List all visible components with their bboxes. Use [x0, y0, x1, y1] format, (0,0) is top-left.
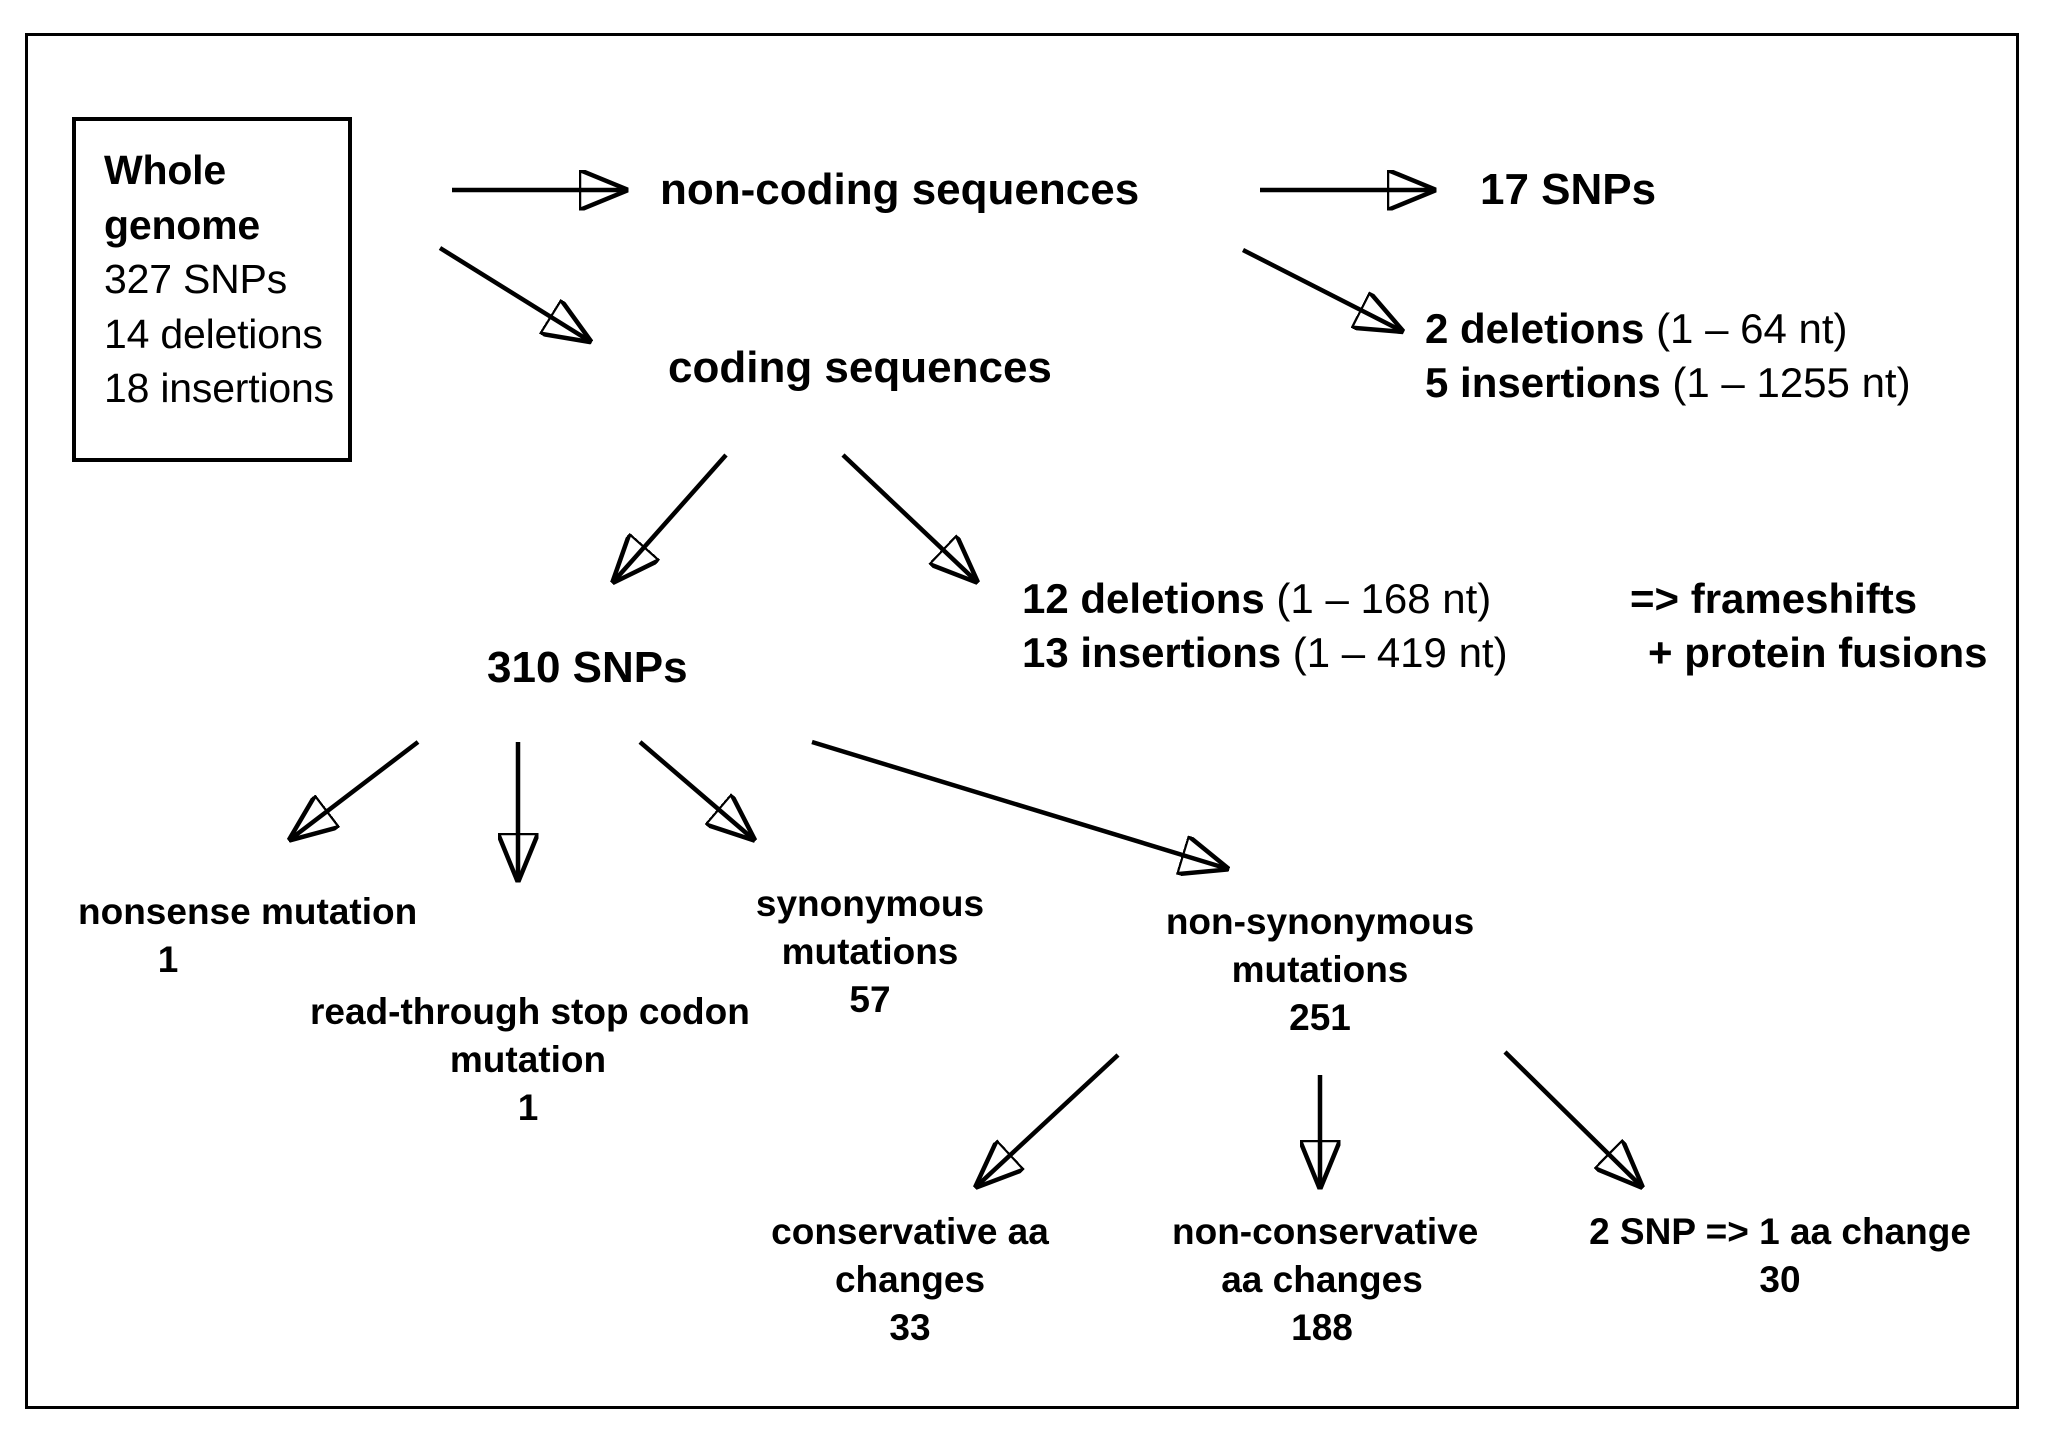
- node-non-coding-sequences: non-coding sequences: [660, 162, 1139, 218]
- noncoding-insertions-count: 5 insertions: [1425, 358, 1661, 406]
- readthrough-mutation-label-line1: read-through stop codon: [310, 991, 750, 1032]
- noncoding-snps-label: 17 SNPs: [1480, 165, 1657, 214]
- noncoding-deletions-range: (1 – 64 nt): [1644, 305, 1848, 352]
- whole-genome-snps: 327 SNPs: [104, 256, 288, 303]
- node-coding-sequences: coding sequences: [668, 340, 1052, 396]
- whole-genome-heading-line1: Whole: [104, 147, 226, 193]
- whole-genome-heading-line2: genome: [104, 201, 260, 248]
- node-readthrough-mutation: read-through stop codon mutation 1: [310, 988, 750, 1132]
- conservative-aa-changes-label-line1: conservative aa: [771, 1211, 1049, 1252]
- whole-genome-box: Whole genome 327 SNPs 14 deletions 18 in…: [72, 117, 352, 462]
- noncoding-deletions-line: 2 deletions (1 – 64 nt): [1425, 302, 1911, 356]
- coding-insertions-count: 13 insertions: [1022, 628, 1282, 676]
- whole-genome-deletions: 14 deletions: [104, 310, 323, 357]
- node-noncoding-snps: 17 SNPs: [1480, 162, 1656, 218]
- synonymous-mutations-label-line2: mutations: [781, 931, 959, 973]
- nonsynonymous-mutations-count: 251: [1289, 997, 1351, 1039]
- nonconservative-aa-changes-label-line2: aa changes: [1221, 1259, 1423, 1301]
- node-nonconservative-aa-changes: non-conservative aa changes 188: [1172, 1208, 1479, 1352]
- coding-deletions-range: (1 – 168 nt): [1264, 575, 1492, 622]
- consequence-frameshifts: => frameshifts: [1630, 575, 1918, 622]
- coding-deletions-count: 12 deletions: [1022, 575, 1265, 622]
- two-snp-one-aa-change-label: 2 SNP => 1 aa change: [1589, 1211, 1971, 1252]
- readthrough-mutation-count: 1: [517, 1087, 539, 1129]
- nonsense-mutation-count: 1: [157, 939, 179, 981]
- coding-deletions-line: 12 deletions (1 – 168 nt): [1022, 572, 1508, 626]
- whole-genome-insertions: 18 insertions: [104, 365, 334, 412]
- readthrough-mutation-label-line2: mutation: [449, 1039, 607, 1081]
- node-noncoding-indels: 2 deletions (1 – 64 nt) 5 insertions (1 …: [1425, 302, 1911, 410]
- noncoding-insertions-line: 5 insertions (1 – 1255 nt): [1425, 356, 1911, 410]
- consequence-protein-fusions: + protein fusions: [1648, 628, 1988, 676]
- nonconservative-aa-changes-label-line1: non-conservative: [1172, 1211, 1479, 1252]
- node-conservative-aa-changes: conservative aa changes 33: [770, 1208, 1050, 1352]
- non-coding-sequences-label: non-coding sequences: [660, 165, 1140, 214]
- synonymous-mutations-label-line1: synonymous: [755, 883, 985, 924]
- node-nonsense-mutation: nonsense mutation 1: [78, 888, 417, 984]
- coding-sequences-label: coding sequences: [668, 343, 1052, 392]
- conservative-aa-changes-count: 33: [889, 1307, 931, 1349]
- figure-border: [25, 33, 2019, 1409]
- two-snp-one-aa-change-count: 30: [1759, 1259, 1801, 1301]
- conservative-aa-changes-label-line2: changes: [834, 1259, 986, 1301]
- node-consequences: => frameshifts + protein fusions: [1630, 572, 1988, 680]
- coding-insertions-line: 13 insertions (1 – 419 nt): [1022, 626, 1508, 680]
- synonymous-mutations-count: 57: [849, 979, 891, 1021]
- coding-snps-label: 310 SNPs: [487, 643, 688, 692]
- noncoding-insertions-range: (1 – 1255 nt): [1660, 358, 1911, 406]
- node-coding-snps: 310 SNPs: [487, 640, 688, 696]
- nonsynonymous-mutations-label-line1: non-synonymous: [1165, 901, 1475, 942]
- nonconservative-aa-changes-count: 188: [1291, 1307, 1353, 1349]
- nonsense-mutation-label: nonsense mutation: [78, 891, 418, 932]
- node-coding-indels: 12 deletions (1 – 168 nt) 13 insertions …: [1022, 572, 1508, 680]
- node-nonsynonymous-mutations: non-synonymous mutations 251: [1165, 898, 1475, 1042]
- noncoding-deletions-count: 2 deletions: [1425, 305, 1645, 352]
- nonsynonymous-mutations-label-line2: mutations: [1231, 949, 1409, 991]
- node-two-snp-one-aa-change: 2 SNP => 1 aa change 30: [1580, 1208, 1980, 1304]
- coding-insertions-range: (1 – 419 nt): [1281, 628, 1508, 676]
- node-synonymous-mutations: synonymous mutations 57: [750, 880, 990, 1024]
